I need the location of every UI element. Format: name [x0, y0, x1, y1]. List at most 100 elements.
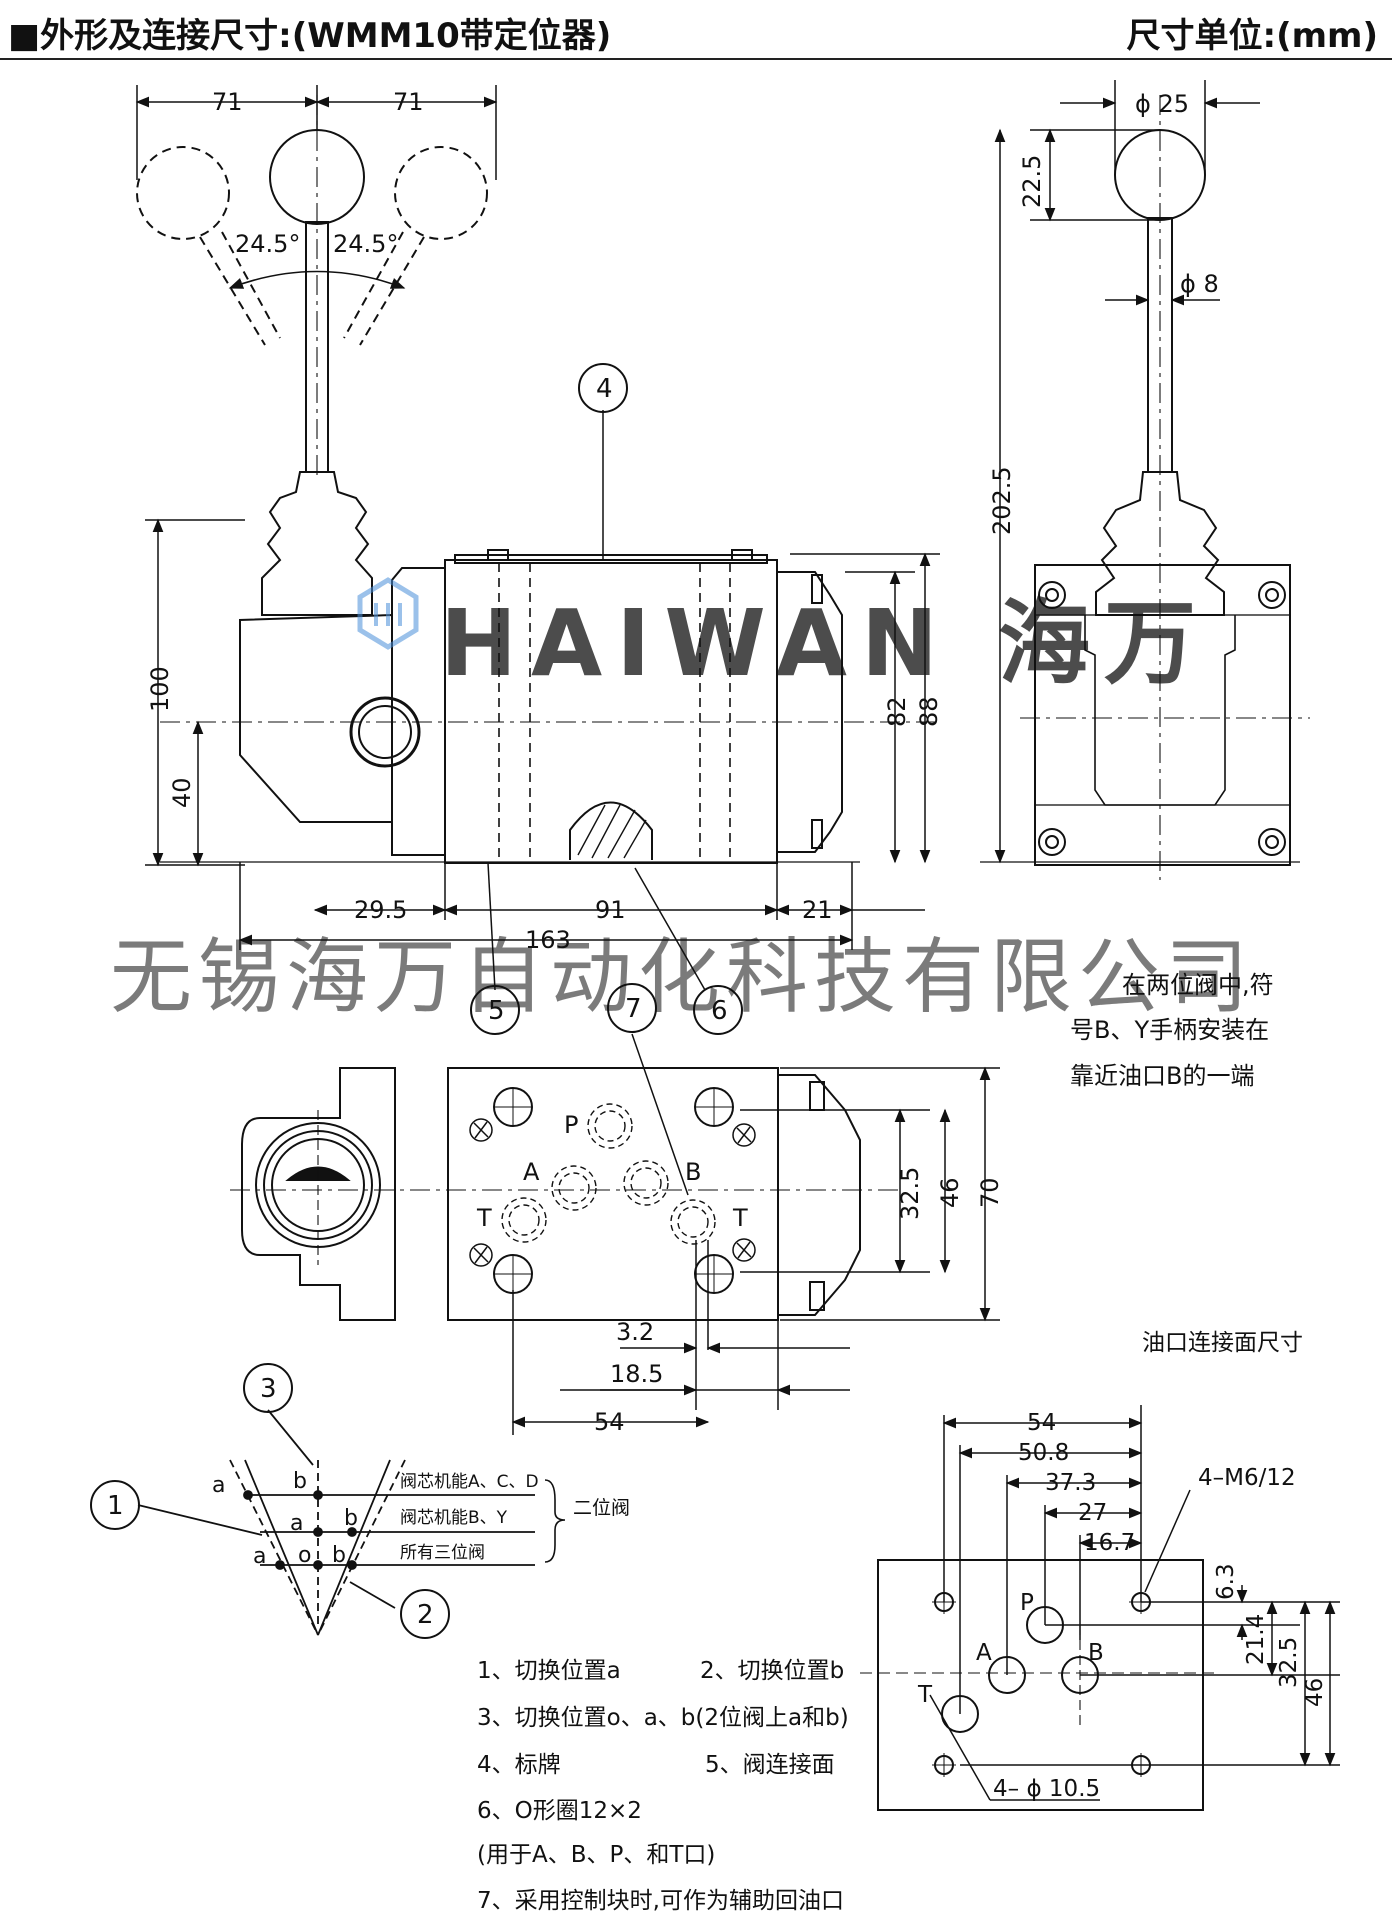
dim-18-5: 18.5	[610, 1360, 663, 1388]
pos-b-2: b	[344, 1506, 358, 1531]
handle-ghost-left	[136, 146, 230, 240]
legend-item-1: 1、切换位置a	[477, 1658, 621, 1684]
callout-6: 6	[711, 996, 728, 1026]
dim-32-5-top: 32.5	[896, 1167, 924, 1220]
header-bar: ■外形及连接尺寸:(WMM10带定位器) 尺寸单位:(mm)	[0, 0, 1392, 60]
watermark-company: 无锡海万自动化科技有限公司	[110, 930, 1254, 1025]
callout-1-circle	[90, 1480, 140, 1530]
port-face	[860, 1559, 1215, 1811]
angle-right: 24.5°	[333, 230, 398, 258]
position-labels: 1 2 3 a b a b a o b 阀芯机能A、C、D 阀芯机能B、Y 所有…	[107, 1374, 630, 1630]
legend: 1、切换位置a 2、切换位置b 3、切换位置o、a、b(2位阀上a和b) 4、标…	[477, 1658, 849, 1914]
label-two-pos: 二位阀	[573, 1497, 630, 1519]
legend-item-7: 7、采用控制块时,可作为辅助回油口	[477, 1888, 844, 1914]
callout-5-circle	[470, 985, 520, 1035]
note-b-y: 在两位阀中,符 号B、Y手柄安装在 靠近油口B的一端	[1070, 971, 1274, 1090]
top-dimensions	[511, 1066, 1000, 1435]
top-port-b: B	[685, 1158, 701, 1186]
handle-ghost-right	[394, 146, 488, 240]
dim-22-5: 22.5	[1018, 155, 1046, 208]
dim-202-5: 202.5	[988, 466, 1016, 535]
legend-item-3: 3、切换位置o、a、b(2位阀上a和b)	[477, 1705, 849, 1731]
top-port-t-left: T	[476, 1204, 492, 1232]
side-screws	[1038, 581, 1286, 856]
pf-hole: 4– ϕ 10.5	[993, 1776, 1100, 1802]
pos-a-3: a	[253, 1544, 266, 1569]
port-face-dimensions	[929, 1405, 1340, 1801]
front-labels: 71 71 24.5° 24.5° 100 40 82 88 29.5 91 2…	[146, 88, 943, 1026]
technical-drawing: HAIWAN 海万 无锡海万自动化科技有限公司 71 71 24.5° 24.5…	[90, 80, 1340, 1914]
callout-2: 2	[417, 1600, 434, 1630]
callout-2-circle	[400, 1589, 450, 1639]
pf-thread: 4–M6/12	[1198, 1465, 1296, 1491]
front-view	[136, 95, 940, 864]
callout-1: 1	[107, 1491, 124, 1521]
callout-3-circle	[243, 1363, 293, 1413]
legend-item-4: 4、标牌	[477, 1752, 561, 1778]
callout-3: 3	[260, 1374, 277, 1404]
note-line-2: 号B、Y手柄安装在	[1070, 1016, 1269, 1044]
top-labels: P A B T T 32.5 46 70 3.2 18.5 54	[476, 1111, 1004, 1436]
top-port-a: A	[523, 1158, 540, 1186]
side-view	[980, 95, 1310, 880]
page-title: ■外形及连接尺寸:(WMM10带定位器)	[8, 16, 612, 56]
callout-4-circle	[578, 363, 628, 413]
legend-item-5: 5、阀连接面	[705, 1752, 835, 1778]
label-acd: 阀芯机能A、C、D	[400, 1472, 539, 1492]
dim-dia-8: ϕ 8	[1180, 270, 1219, 298]
callout-7-circle	[607, 983, 657, 1033]
callout-5: 5	[488, 996, 505, 1026]
dim-82: 82	[883, 696, 911, 727]
note-line-1: 在两位阀中,符	[1122, 971, 1274, 999]
pf-dim-50-8: 50.8	[1018, 1440, 1069, 1466]
legend-item-2: 2、切换位置b	[700, 1658, 844, 1684]
pos-b-1: b	[293, 1469, 307, 1494]
pos-a-1: a	[212, 1473, 225, 1498]
dim-70-top: 70	[976, 1177, 1004, 1208]
callout-4: 4	[596, 374, 613, 404]
position-diagram	[137, 1409, 566, 1636]
dim-21: 21	[802, 896, 833, 924]
pf-dim-37-3: 37.3	[1045, 1470, 1096, 1496]
pos-o-3: o	[298, 1543, 311, 1568]
watermark: HAIWAN 海万 无锡海万自动化科技有限公司	[110, 577, 1254, 1025]
dim-46-top: 46	[936, 1177, 964, 1208]
side-dimensions	[994, 80, 1260, 864]
dim-88: 88	[915, 696, 943, 727]
unit-label: 尺寸单位:(mm)	[1126, 16, 1378, 56]
pf-dim-21-4: 21.4	[1243, 1614, 1269, 1665]
pf-port-a: A	[976, 1640, 992, 1666]
pf-port-p: P	[1020, 1590, 1034, 1616]
dim-71-left: 71	[212, 88, 243, 116]
port-face-labels: 油口连接面尺寸 54 50.8 37.3 27 16.7 4–M6/12 6.3…	[917, 1330, 1328, 1802]
dim-163: 163	[525, 926, 571, 954]
pf-dim-6-3: 6.3	[1213, 1563, 1239, 1600]
port-face-title: 油口连接面尺寸	[1142, 1330, 1303, 1356]
port-face-plate	[877, 1559, 1204, 1811]
angle-left: 24.5°	[235, 230, 300, 258]
pf-port-b: B	[1088, 1640, 1104, 1666]
legend-item-6-note: (用于A、B、P、和T口)	[477, 1842, 715, 1868]
top-port-p: P	[564, 1111, 578, 1139]
top-port-t-right: T	[732, 1204, 748, 1232]
top-body	[447, 1067, 779, 1321]
pf-dim-27: 27	[1078, 1500, 1107, 1526]
note-line-3: 靠近油口B的一端	[1070, 1062, 1254, 1090]
pf-port-t: T	[917, 1682, 933, 1708]
watermark-brand: HAIWAN 海万	[440, 590, 1210, 697]
label-by: 阀芯机能B、Y	[400, 1508, 508, 1528]
front-dimensions	[135, 85, 940, 1196]
pf-dim-54: 54	[1027, 1410, 1056, 1436]
dim-71-right: 71	[393, 88, 424, 116]
side-labels: ϕ 25 22.5 ϕ 8 202.5	[988, 90, 1219, 535]
lock-nut	[349, 696, 421, 768]
pos-a-2: a	[290, 1511, 303, 1536]
callout-7: 7	[625, 994, 642, 1024]
dim-40: 40	[168, 777, 196, 808]
haiwan-logo-icon	[357, 577, 419, 650]
pos-b-3: b	[332, 1543, 346, 1568]
legend-item-6: 6、O形圈12×2	[477, 1798, 642, 1824]
dim-3-2: 3.2	[616, 1318, 654, 1346]
pf-dim-32-5: 32.5	[1276, 1637, 1302, 1688]
callout-6-circle	[693, 985, 743, 1035]
